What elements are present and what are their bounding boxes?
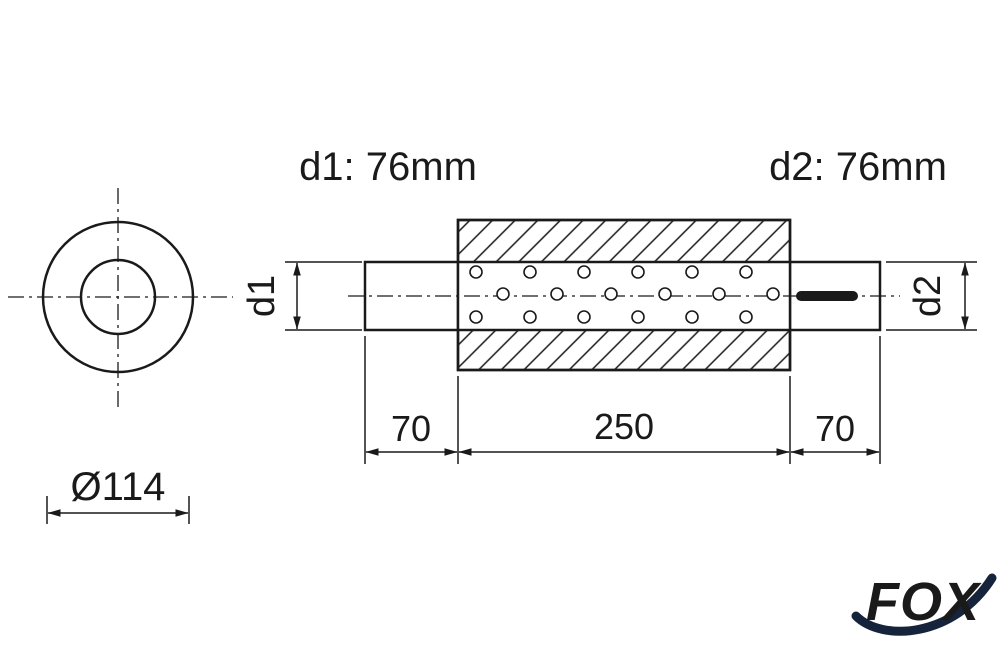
fox-logo-swoosh [851,573,997,636]
perforation-hole [739,265,753,279]
d2-dim-label: d2 [907,275,949,317]
perforation-hole [712,287,726,301]
perforation-hole [685,310,699,324]
perforation-hole [631,265,645,279]
d2-dimension: d2 [886,261,977,331]
perforation-hole [739,310,753,324]
outer-shell-circle [41,220,195,374]
body-length-label: 250 [594,406,654,447]
perforation-hole [496,287,510,301]
fox-logo: FOX [851,572,997,636]
perforation-hole [577,310,591,324]
perforation-hole [469,265,483,279]
perforation-hole [550,287,564,301]
d1-spec-label: d1: 76mm [299,145,477,189]
front-view [8,188,233,407]
outlet-slot [796,291,858,301]
diameter-label: Ø114 [71,465,166,509]
perforation-hole [658,287,672,301]
d1-dim-label: d1 [241,275,283,317]
d1-dimension: d1 [241,261,362,331]
perforation-hole [631,310,645,324]
length-dimensions: 70 250 70 [364,336,881,464]
perforation-hole [469,310,483,324]
fox-logo-text: FOX [866,572,982,632]
perforation-hole [604,287,618,301]
diameter-dimension: Ø114 [46,465,190,524]
d2-spec-label: d2: 76mm [769,145,947,189]
top-hatch-band [456,218,792,264]
perforation-hole [523,265,537,279]
inner-pipe-circle [79,258,157,336]
inlet-length-label: 70 [391,408,431,449]
perforation-holes [469,265,780,324]
bottom-hatch-band [456,328,792,372]
perforation-hole [766,287,780,301]
perforation-hole [523,310,537,324]
perforation-hole [685,265,699,279]
outlet-length-label: 70 [815,408,855,449]
perforation-hole [577,265,591,279]
side-view [348,218,900,372]
